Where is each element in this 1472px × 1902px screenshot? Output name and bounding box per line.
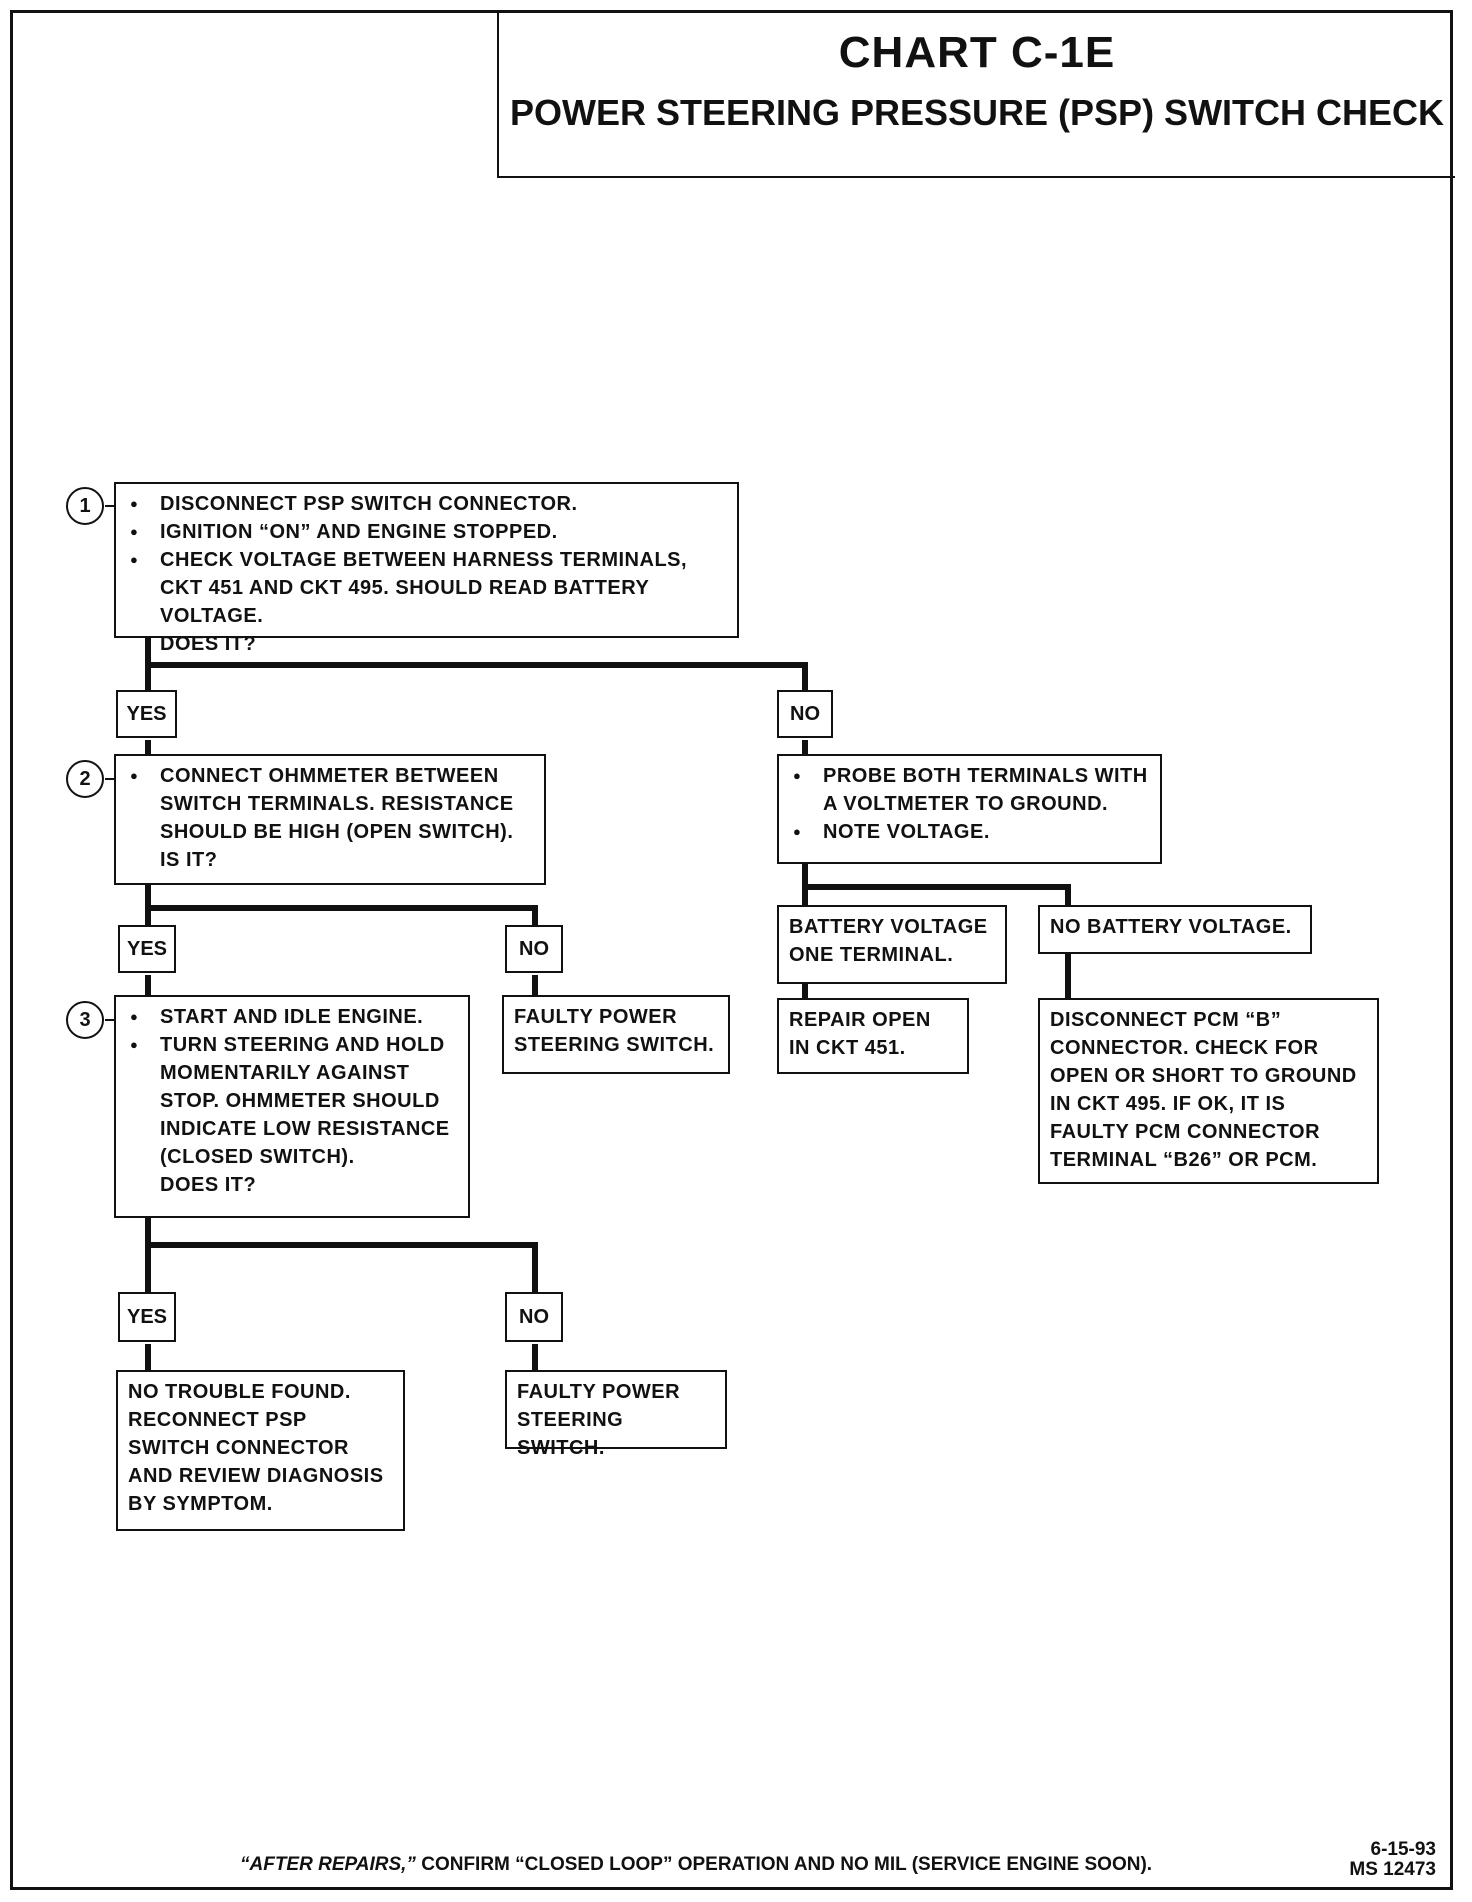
connector-probe-nobatt	[805, 884, 1071, 912]
step-number-2: 2	[66, 760, 104, 798]
chart-header: CHART C-1E POWER STEERING PRESSURE (PSP)…	[497, 12, 1455, 178]
footer-note-emphasis: “AFTER REPAIRS,”	[240, 1854, 416, 1875]
step-1-bullet: IGNITION “ON” AND ENGINE STOPPED.	[126, 518, 727, 546]
page-border	[10, 10, 1453, 1890]
step-1-bullet: DISCONNECT PSP SWITCH CONNECTOR.	[126, 490, 727, 518]
yes-label-step3: YES	[118, 1292, 176, 1342]
footer-note: “AFTER REPAIRS,” CONFIRM “CLOSED LOOP” O…	[240, 1854, 1152, 1876]
chart-subtitle: POWER STEERING PRESSURE (PSP) SWITCH CHE…	[509, 92, 1445, 133]
no-label-step1: NO	[777, 690, 833, 738]
probe-terminals-box: PROBE BOTH TERMINALS WITH A VOLTMETER TO…	[777, 754, 1162, 864]
connector-s2-no	[148, 905, 538, 935]
no-label-step3: NO	[505, 1292, 563, 1342]
footer-date: 6-15-93	[1370, 1839, 1437, 1860]
step-1-question: DOES IT?	[160, 633, 257, 655]
faulty-switch-box-1: FAULTY POWER STEERING SWITCH.	[502, 995, 730, 1074]
step-2-bullet: CONNECT OHMMETER BETWEEN SWITCH TERMINAL…	[126, 762, 534, 846]
step-3-question: DOES IT?	[160, 1174, 257, 1196]
chart-title: CHART C-1E	[838, 28, 1116, 77]
step-1-bullet: CHECK VOLTAGE BETWEEN HARNESS TERMINALS,…	[126, 546, 727, 630]
step-1-box: DISCONNECT PSP SWITCH CONNECTOR. IGNITIO…	[114, 482, 739, 655]
no-battery-voltage-box: NO BATTERY VOLTAGE.	[1038, 905, 1312, 954]
connector-s1-no	[148, 662, 808, 700]
step-number-3: 3	[66, 1001, 104, 1039]
disconnect-pcm-box: DISCONNECT PCM “B” CONNECTOR. CHECK FOR …	[1038, 998, 1379, 1184]
footer-code: MS 12473	[1349, 1859, 1436, 1880]
footer-reference: 6-15-93 MS 12473	[1326, 1840, 1436, 1880]
probe-bullet: NOTE VOLTAGE.	[789, 818, 1150, 846]
step-number-1: 1	[66, 487, 104, 525]
step-3-bullet: START AND IDLE ENGINE.	[126, 1003, 458, 1031]
repair-open-box: REPAIR OPEN IN CKT 451.	[777, 998, 969, 1074]
step-2-box: CONNECT OHMMETER BETWEEN SWITCH TERMINAL…	[114, 754, 546, 885]
yes-label-step1: YES	[116, 690, 177, 738]
step-2-question: IS IT?	[160, 849, 218, 871]
step-3-box: START AND IDLE ENGINE. TURN STEERING AND…	[114, 995, 470, 1218]
yes-label-step2: YES	[118, 925, 176, 973]
probe-bullet: PROBE BOTH TERMINALS WITH A VOLTMETER TO…	[789, 762, 1150, 818]
no-label-step2: NO	[505, 925, 563, 973]
battery-voltage-one-terminal-box: BATTERY VOLTAGE ONE TERMINAL.	[777, 905, 1007, 984]
faulty-switch-box-2: FAULTY POWER STEERING SWITCH.	[505, 1370, 727, 1459]
footer-note-text: CONFIRM “CLOSED LOOP” OPERATION AND NO M…	[415, 1854, 1153, 1875]
step-3-bullet: TURN STEERING AND HOLD MOMENTARILY AGAIN…	[126, 1031, 458, 1171]
no-trouble-found-box: NO TROUBLE FOUND. RECONNECT PSP SWITCH C…	[116, 1370, 405, 1531]
connector-s3-no	[148, 1242, 538, 1304]
